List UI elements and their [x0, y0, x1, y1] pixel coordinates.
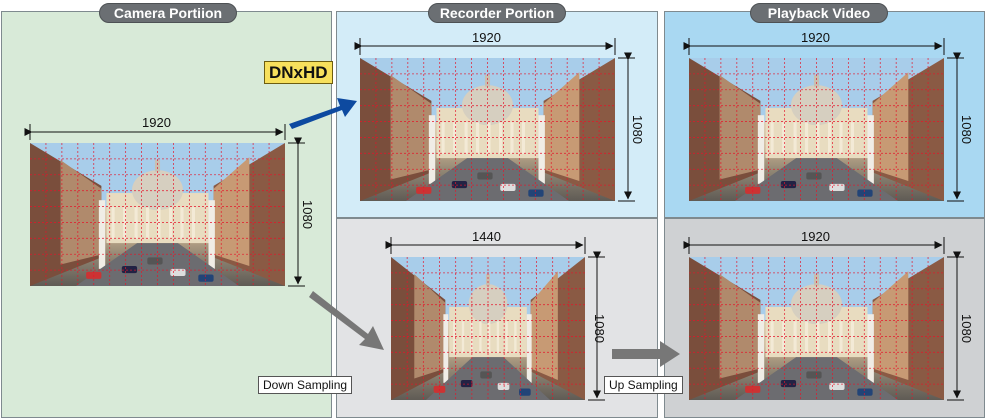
recorder-hd-width-label: 1920 [472, 30, 501, 45]
playback-top-height-label: 1080 [958, 115, 974, 144]
recorder-downsampled-frame-image [391, 257, 585, 400]
camera-section-title: Camera Portiion [99, 3, 237, 23]
pixel-grid-overlay [391, 257, 585, 400]
camera-width-label: 1920 [142, 115, 171, 130]
recorder-hd-height-label: 1080 [629, 115, 645, 144]
up-sampling-label: Up Sampling [604, 376, 683, 394]
recorder-hd-frame-image [360, 58, 615, 201]
camera-height-label: 1080 [299, 200, 315, 229]
playback-top-width-label: 1920 [801, 30, 830, 45]
playback-section-title: Playback Video [750, 3, 888, 23]
playback-bottom-width-label: 1920 [801, 229, 830, 244]
recorder-section-title: Recorder Portion [428, 3, 566, 23]
playback-bottom-height-label: 1080 [958, 314, 974, 343]
pixel-grid-overlay [30, 143, 285, 286]
pixel-grid-overlay [360, 58, 615, 201]
down-sampling-label: Down Sampling [258, 376, 353, 394]
pixel-grid-overlay [689, 58, 944, 201]
playback-top-frame-image [689, 58, 944, 201]
recorder-down-width-label: 1440 [472, 229, 501, 244]
camera-frame-image [30, 143, 285, 286]
codec-badge: DNxHD [264, 61, 333, 84]
recorder-down-height-label: 1080 [591, 314, 607, 343]
pixel-grid-overlay [689, 257, 944, 400]
playback-bottom-frame-image [689, 257, 944, 400]
